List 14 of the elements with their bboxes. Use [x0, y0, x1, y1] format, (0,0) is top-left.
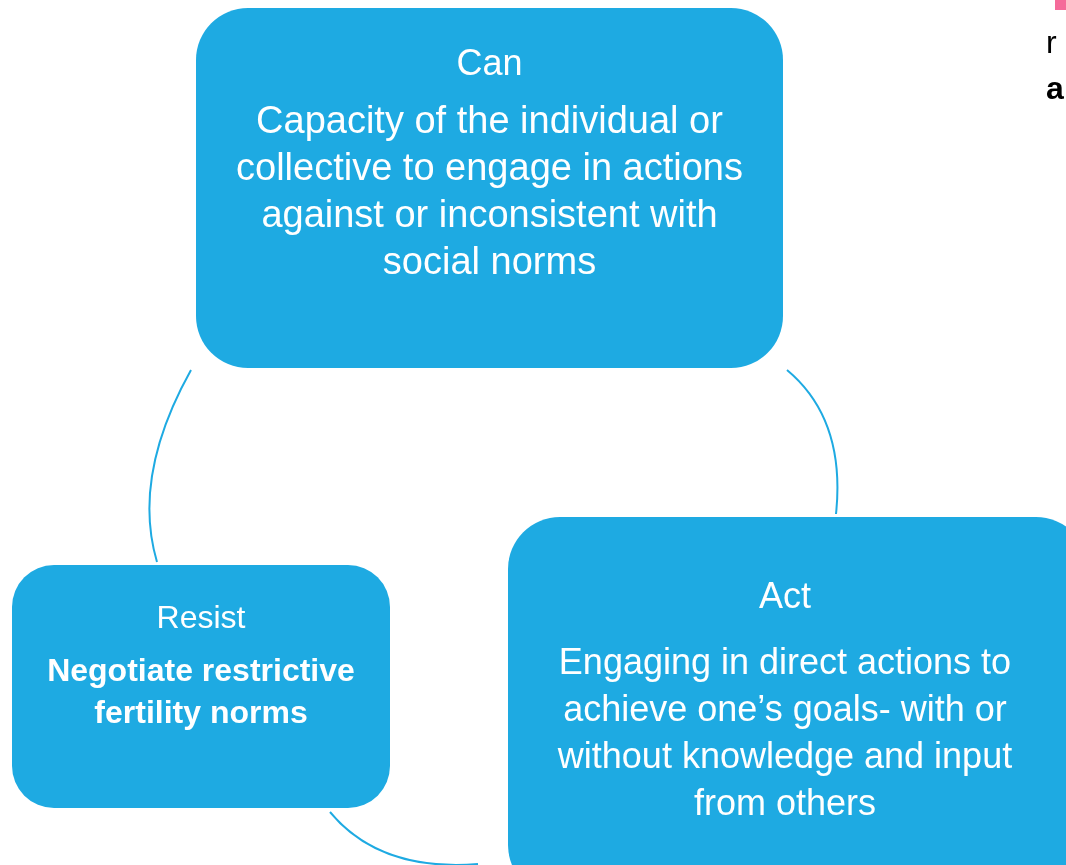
box-heading: Act	[759, 574, 811, 618]
connector-arc	[148, 369, 192, 563]
connector-arc	[786, 369, 839, 515]
cropped-text: r	[1046, 24, 1057, 60]
box-heading: Resist	[156, 598, 246, 637]
cropped-text: a	[1046, 70, 1064, 106]
rounded-box	[196, 8, 783, 368]
box-description: Engaging in direct actions to achieve one’s goals- with or without knowledge and input from others	[556, 640, 1014, 825]
rounded-box	[12, 565, 390, 808]
box-description: Negotiate restrictive fertility norms	[46, 651, 356, 732]
box-heading: Can	[456, 41, 523, 85]
box-description: Capacity of the individual or collective to engage in actions against or inconsistent with social norms	[235, 98, 744, 284]
rounded-box	[508, 517, 1066, 865]
connector-arc	[329, 811, 479, 865]
